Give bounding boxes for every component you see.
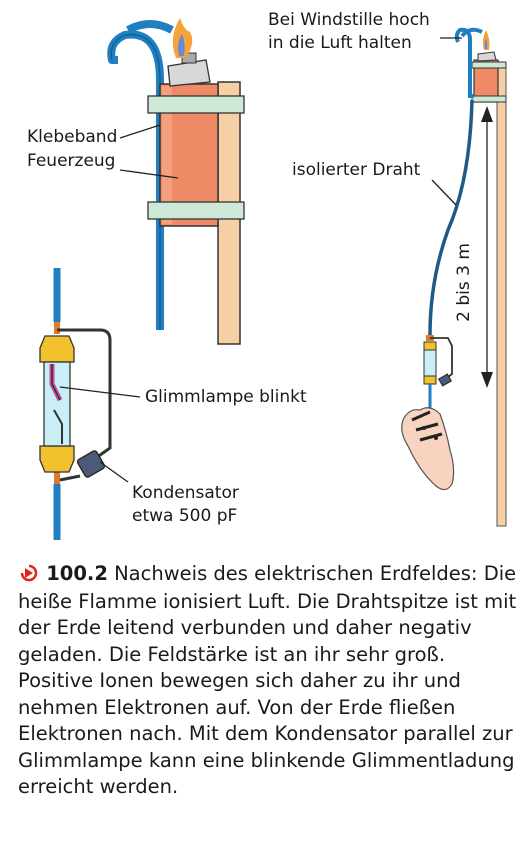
wire-top-left xyxy=(107,30,164,330)
tape-band-bottom xyxy=(147,201,245,220)
label-tape: Klebeband xyxy=(27,127,118,147)
label-distance: 2 bis 3 m xyxy=(453,243,474,322)
caption-text: Nachweis des elektrischen Erdfeldes: Die… xyxy=(18,562,517,798)
lighter-assembly xyxy=(107,18,245,345)
label-glow-lamp: Glimmlampe blinkt xyxy=(145,387,307,407)
label-wind-line2: in die Luft halten xyxy=(268,33,412,53)
flame-icon xyxy=(172,18,193,58)
insulated-wire xyxy=(428,99,474,336)
figure-caption: 100.2 Nachweis des elektrischen Erdfelde… xyxy=(18,561,518,801)
lamp-cap-bottom xyxy=(39,445,75,473)
label-capacitor-line2: etwa 500 pF xyxy=(132,506,238,526)
tape-band-top xyxy=(147,95,245,114)
label-lighter: Feuerzeug xyxy=(27,151,116,171)
label-wire: isolierter Draht xyxy=(292,160,421,180)
caption-number: 100.2 xyxy=(46,562,108,585)
lamp-cap-top xyxy=(39,335,75,363)
play-arrow-circle-icon xyxy=(18,564,40,585)
glass-tube xyxy=(43,361,71,447)
label-wind-line1: Bei Windstille hoch xyxy=(268,10,430,30)
hand-icon xyxy=(401,407,455,491)
wooden-pole xyxy=(496,65,507,527)
label-capacitor-line1: Kondensator xyxy=(132,483,239,503)
capacitor xyxy=(76,450,106,478)
pole-setup xyxy=(401,27,507,527)
experiment-figure xyxy=(39,18,507,540)
lighter-head xyxy=(167,59,211,87)
glow-lamp-assembly xyxy=(39,268,141,540)
